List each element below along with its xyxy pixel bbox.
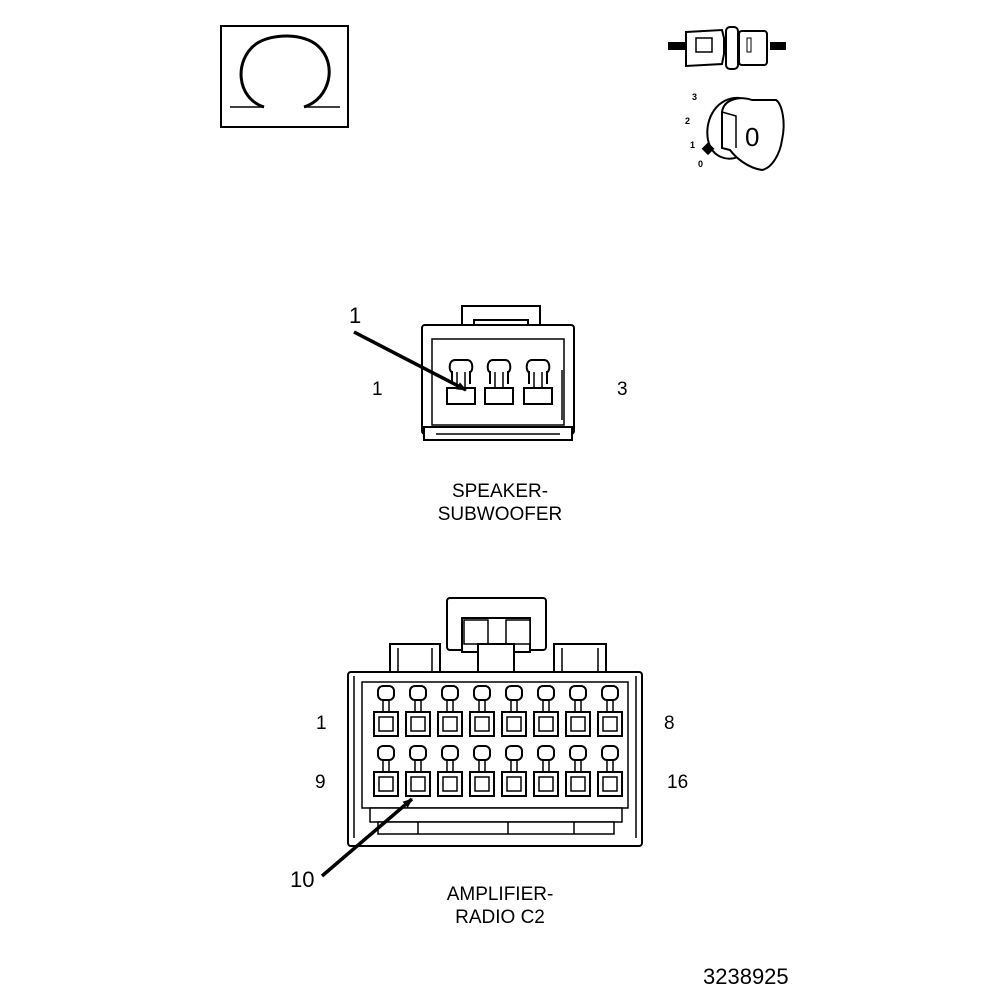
amplifier-radio-cavities bbox=[373, 685, 623, 797]
cavity-latch bbox=[537, 685, 555, 701]
cavity-pin-6 bbox=[533, 685, 559, 737]
cavity-2 bbox=[484, 359, 514, 405]
cavity-terminal-inner bbox=[538, 716, 554, 732]
cavity-pin-14 bbox=[533, 745, 559, 797]
cavity-terminal-inner bbox=[410, 716, 426, 732]
cavity-latch bbox=[569, 685, 587, 701]
cavity-terminal-inner bbox=[474, 776, 490, 792]
cavity-latch bbox=[441, 685, 459, 701]
cavity-latch bbox=[377, 745, 395, 761]
cavity-pin-3 bbox=[437, 685, 463, 737]
cavity-pin-15 bbox=[565, 745, 591, 797]
cavity-terminal bbox=[446, 387, 476, 405]
cavity-pin-12 bbox=[469, 745, 495, 797]
speaker-subwoofer-caption: SPEAKER- SUBWOOFER bbox=[400, 480, 600, 526]
cavity-terminal bbox=[523, 387, 553, 405]
amplifier-radio-c2-caption: AMPLIFIER- RADIO C2 bbox=[400, 883, 600, 929]
cavity-latch bbox=[409, 685, 427, 701]
ohmmeter-omega-icon bbox=[220, 25, 349, 128]
caption-line: AMPLIFIER- bbox=[446, 884, 554, 905]
row1-first-pin-label: 1 bbox=[316, 713, 327, 734]
cavity-pin-5 bbox=[501, 685, 527, 737]
cavity-terminal-inner bbox=[442, 716, 458, 732]
cavity-terminal-inner bbox=[602, 776, 618, 792]
cavity-latch bbox=[601, 745, 619, 761]
cavity-latch bbox=[505, 745, 523, 761]
cavity-3 bbox=[523, 359, 553, 405]
pin-label-last: 3 bbox=[617, 379, 628, 400]
cavity-latch bbox=[505, 685, 523, 701]
row1-last-pin-label: 8 bbox=[664, 713, 675, 734]
speaker-subwoofer-connector bbox=[421, 305, 575, 441]
ignition-switch-icon: 3 2 1 0 0 bbox=[668, 26, 786, 172]
cavity-pin-13 bbox=[501, 745, 527, 797]
pin-label-first: 1 bbox=[372, 379, 383, 400]
callout-number-10: 10 bbox=[290, 867, 315, 892]
cavity-latch bbox=[601, 685, 619, 701]
cavity-pin-9 bbox=[373, 745, 399, 797]
cavity-latch bbox=[486, 359, 512, 384]
figure-number: 3238925 bbox=[703, 964, 789, 989]
row2-first-pin-label: 9 bbox=[315, 772, 326, 793]
cavity-pin-4 bbox=[469, 685, 495, 737]
cavity-pin-2 bbox=[405, 685, 431, 737]
row2-last-pin-label: 16 bbox=[667, 772, 689, 793]
cavity-latch bbox=[441, 745, 459, 761]
cavity-terminal-inner bbox=[538, 776, 554, 792]
cavity-terminal-inner bbox=[410, 776, 426, 792]
cavity-latch bbox=[409, 745, 427, 761]
cavity-pin-11 bbox=[437, 745, 463, 797]
key-position-3: 3 bbox=[692, 92, 697, 102]
cavity-pin-8 bbox=[597, 685, 623, 737]
cavity-terminal-inner bbox=[378, 716, 394, 732]
key-label: 0 bbox=[745, 122, 759, 152]
cavity-terminal-inner bbox=[474, 716, 490, 732]
cavity-terminal-inner bbox=[570, 776, 586, 792]
amplifier-radio-c2-connector bbox=[347, 597, 643, 847]
cavity-latch bbox=[569, 745, 587, 761]
callout-arrow-pin-1 bbox=[353, 330, 467, 392]
cavity-latch bbox=[473, 685, 491, 701]
cavity-terminal-inner bbox=[570, 716, 586, 732]
key-position-1: 1 bbox=[690, 140, 695, 150]
caption-line: SUBWOOFER bbox=[437, 504, 563, 525]
cavity-terminal-inner bbox=[506, 776, 522, 792]
callout-arrow-pin-10 bbox=[320, 797, 414, 878]
cavity-latch bbox=[525, 359, 551, 384]
cavity-terminal-inner bbox=[506, 716, 522, 732]
key-position-2: 2 bbox=[685, 116, 690, 126]
cavity-latch bbox=[377, 685, 395, 701]
cavity-latch bbox=[473, 745, 491, 761]
speaker-subwoofer-cavities bbox=[446, 359, 553, 405]
caption-line: RADIO C2 bbox=[455, 907, 545, 928]
cavity-terminal-inner bbox=[442, 776, 458, 792]
cavity-terminal bbox=[533, 711, 559, 737]
cavity-terminal bbox=[484, 387, 514, 405]
cavity-terminal-inner bbox=[602, 716, 618, 732]
caption-line: SPEAKER- bbox=[451, 481, 549, 502]
cavity-terminal-inner bbox=[378, 776, 394, 792]
cavity-latch bbox=[448, 359, 474, 384]
callout-number-1: 1 bbox=[349, 303, 362, 328]
cavity-pin-10 bbox=[405, 745, 431, 797]
cavity-terminal bbox=[405, 711, 431, 737]
cavity-pin-1 bbox=[373, 685, 399, 737]
cavity-pin-7 bbox=[565, 685, 591, 737]
cavity-1 bbox=[446, 359, 476, 405]
cavity-pin-16 bbox=[597, 745, 623, 797]
cavity-latch bbox=[537, 745, 555, 761]
key-position-0: 0 bbox=[698, 159, 703, 169]
